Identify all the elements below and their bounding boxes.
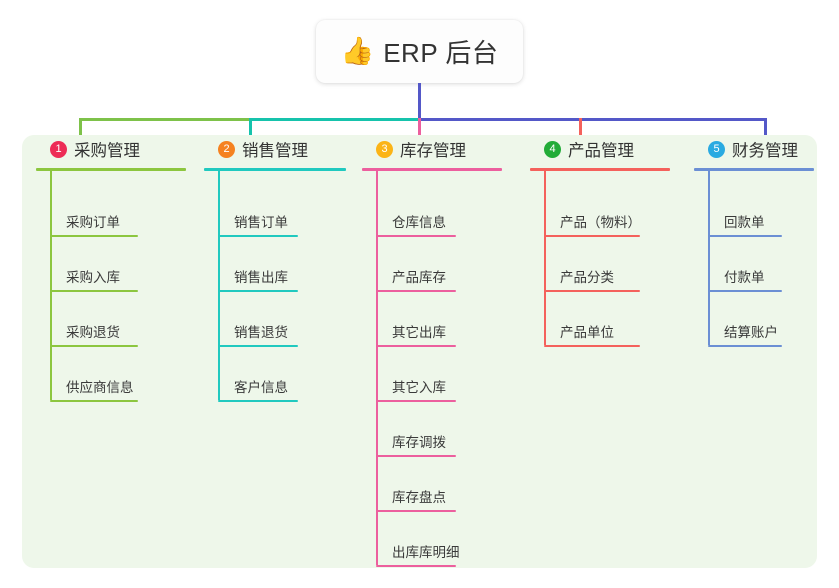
leaf-item-label: 产品分类	[560, 270, 614, 285]
leaf-item[interactable]: 采购订单	[50, 211, 138, 237]
root-node[interactable]: 👍 ERP 后台	[316, 20, 523, 83]
category-header-3[interactable]: 3 库存管理	[362, 135, 502, 163]
leaf-item[interactable]: 销售出库	[218, 266, 298, 292]
category-title-5: 财务管理	[732, 142, 798, 160]
root-node-content: 👍 ERP 后台	[341, 33, 499, 70]
category-underline-1	[36, 168, 186, 171]
category-column-2: 2 销售管理销售订单销售出库销售退货客户信息	[204, 135, 346, 402]
leaf-item-underline	[218, 235, 298, 237]
category-underline-3	[362, 168, 502, 171]
category-spine-3	[376, 171, 378, 565]
category-column-3: 3 库存管理仓库信息产品库存其它出库其它入库库存调拨库存盘点出库库明细	[362, 135, 502, 567]
thumbs-up-icon: 👍	[340, 36, 375, 67]
leaf-item-underline	[708, 345, 782, 347]
category-underline-5	[694, 168, 814, 171]
category-header-2[interactable]: 2 销售管理	[204, 135, 346, 163]
leaf-item-underline	[50, 290, 138, 292]
leaf-item[interactable]: 供应商信息	[50, 376, 138, 402]
category-badge-1: 1	[50, 140, 67, 158]
leaf-item-label: 其它入库	[392, 380, 446, 395]
leaf-item[interactable]: 销售订单	[218, 211, 298, 237]
category-underline-4	[530, 168, 670, 171]
leaf-item-label: 客户信息	[234, 380, 288, 395]
leaf-item[interactable]: 产品（物料）	[544, 211, 641, 237]
leaf-item-label: 付款单	[724, 270, 765, 285]
leaf-item-label: 回款单	[724, 215, 765, 230]
category-spine-5	[708, 171, 710, 345]
leaf-item-label: 库存盘点	[392, 490, 446, 505]
category-column-1: 1 采购管理采购订单采购入库采购退货供应商信息	[36, 135, 186, 402]
leaf-item[interactable]: 采购入库	[50, 266, 138, 292]
leaf-item-underline	[544, 290, 640, 292]
category-spine-1	[50, 171, 52, 400]
leaf-item[interactable]: 采购退货	[50, 321, 138, 347]
category-badge-2: 2	[218, 140, 235, 158]
category-title-3: 库存管理	[400, 142, 466, 160]
category-title-2: 销售管理	[242, 142, 308, 160]
diagram-panel: 1 采购管理采购订单采购入库采购退货供应商信息 2 销售管理销售订单销售出库销售退货客…	[22, 135, 817, 568]
leaf-item-underline	[376, 565, 456, 567]
leaf-item[interactable]: 付款单	[708, 266, 782, 292]
leaf-item[interactable]: 回款单	[708, 211, 782, 237]
leaf-item-label: 产品库存	[392, 270, 446, 285]
leaf-item[interactable]: 其它出库	[376, 321, 456, 347]
leaf-item-label: 仓库信息	[392, 215, 446, 230]
leaf-item-label: 产品（物料）	[560, 215, 641, 230]
leaf-item-label: 采购入库	[66, 270, 120, 285]
leaf-item[interactable]: 客户信息	[218, 376, 298, 402]
category-spine-4	[544, 171, 546, 345]
leaf-item-underline	[50, 345, 138, 347]
leaf-item[interactable]: 仓库信息	[376, 211, 456, 237]
leaf-item-underline	[544, 235, 640, 237]
leaf-item-underline	[544, 345, 640, 347]
leaf-item-underline	[376, 345, 456, 347]
category-header-4[interactable]: 4 产品管理	[530, 135, 670, 163]
category-badge-4: 4	[544, 140, 561, 158]
category-title-1: 采购管理	[74, 142, 140, 160]
leaf-item[interactable]: 出库库明细	[376, 541, 460, 567]
category-title-4: 产品管理	[568, 142, 634, 160]
leaf-item-label: 出库库明细	[392, 545, 460, 560]
category-header-5[interactable]: 5 财务管理	[694, 135, 814, 163]
leaf-item-underline	[50, 235, 138, 237]
leaf-item-underline	[218, 400, 298, 402]
leaf-item-label: 结算账户	[724, 325, 778, 340]
leaf-item-underline	[376, 455, 456, 457]
leaf-item-label: 库存调拨	[392, 435, 446, 450]
leaf-item[interactable]: 销售退货	[218, 321, 298, 347]
category-badge-5: 5	[708, 140, 725, 158]
leaf-item[interactable]: 结算账户	[708, 321, 782, 347]
leaf-item-underline	[376, 400, 456, 402]
leaf-item[interactable]: 产品库存	[376, 266, 456, 292]
leaf-item[interactable]: 产品单位	[544, 321, 640, 347]
leaf-item-underline	[218, 345, 298, 347]
leaf-item-underline	[50, 400, 138, 402]
category-spine-2	[218, 171, 220, 400]
leaf-item-label: 供应商信息	[66, 380, 134, 395]
leaf-item-underline	[218, 290, 298, 292]
leaf-item-underline	[708, 235, 782, 237]
leaf-item[interactable]: 产品分类	[544, 266, 640, 292]
leaf-item-underline	[708, 290, 782, 292]
category-underline-2	[204, 168, 346, 171]
leaf-item[interactable]: 库存调拨	[376, 431, 456, 457]
leaf-item-underline	[376, 510, 456, 512]
leaf-item-label: 其它出库	[392, 325, 446, 340]
leaf-item-label: 销售出库	[234, 270, 288, 285]
leaf-item-label: 销售退货	[234, 325, 288, 340]
leaf-item[interactable]: 其它入库	[376, 376, 456, 402]
category-column-5: 5 财务管理回款单付款单结算账户	[694, 135, 814, 347]
leaf-item-underline	[376, 290, 456, 292]
leaf-item-underline	[376, 235, 456, 237]
category-badge-3: 3	[376, 140, 393, 158]
root-node-label: ERP 后台	[383, 38, 499, 68]
category-header-1[interactable]: 1 采购管理	[36, 135, 186, 163]
leaf-item-label: 采购订单	[66, 215, 120, 230]
leaf-item-label: 销售订单	[234, 215, 288, 230]
leaf-item[interactable]: 库存盘点	[376, 486, 456, 512]
leaf-item-label: 采购退货	[66, 325, 120, 340]
category-column-4: 4 产品管理产品（物料） 产品分类产品单位	[530, 135, 670, 347]
leaf-item-label: 产品单位	[560, 325, 614, 340]
